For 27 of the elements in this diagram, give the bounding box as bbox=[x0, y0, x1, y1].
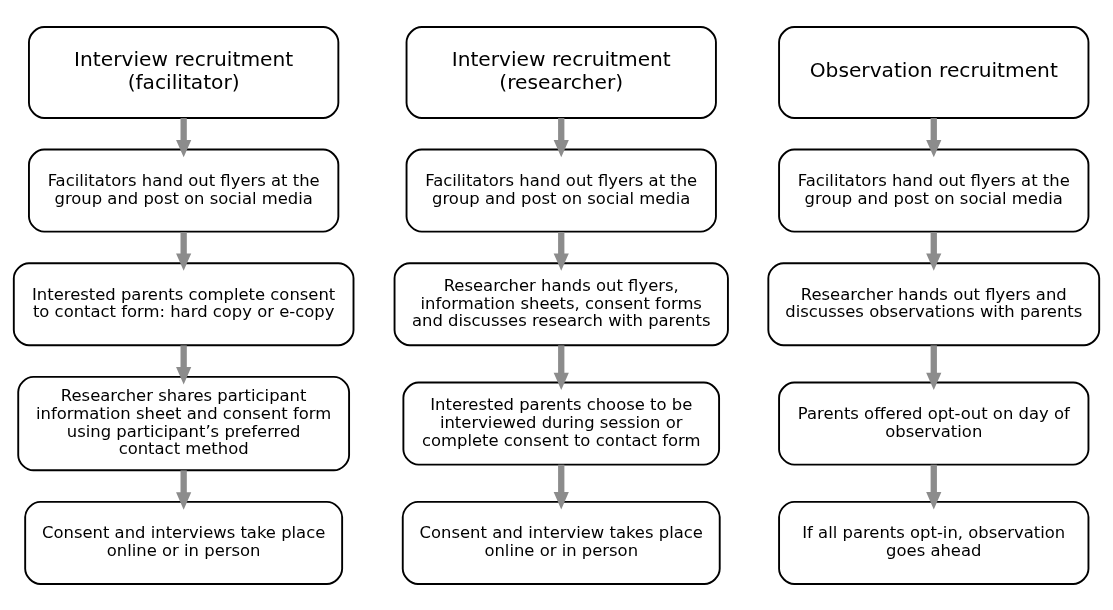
arrow bbox=[176, 469, 192, 510]
arrow bbox=[176, 344, 192, 384]
node-box: If all parents opt-in, observation goes ahead bbox=[778, 500, 1090, 585]
arrow bbox=[553, 344, 569, 390]
node-box: Interested parents choose to be interviewed during session or complete consent to contact form bbox=[402, 381, 721, 466]
arrow bbox=[926, 464, 942, 509]
arrow bbox=[176, 231, 192, 271]
node-box: Researcher hands out flyers and discusses observations with parents bbox=[767, 261, 1101, 346]
arrow bbox=[926, 231, 942, 271]
node-box: Interested parents complete consent to contact form: hard copy or e-copy bbox=[12, 261, 355, 346]
arrow bbox=[926, 344, 942, 390]
node-box: Interview recruitment (researcher) bbox=[405, 25, 717, 119]
arrow bbox=[176, 117, 192, 157]
node-box: Researcher shares participant information sheet and consent form using participant’s preferred contact method bbox=[17, 375, 351, 471]
node-box: Observation recruitment bbox=[778, 25, 1090, 119]
node-box: Facilitators hand out flyers at the group and post on social media bbox=[778, 148, 1090, 233]
node-box: Interview recruitment (facilitator) bbox=[28, 25, 340, 119]
arrow bbox=[553, 231, 569, 271]
node-box: Facilitators hand out flyers at the group and post on social media bbox=[405, 148, 717, 233]
node-box: Facilitators hand out flyers at the group and post on social media bbox=[28, 148, 340, 233]
arrow bbox=[553, 464, 569, 509]
node-box: Consent and interview takes place online or in person bbox=[401, 500, 721, 585]
arrow bbox=[553, 117, 569, 157]
node-box: Researcher hands out flyers, information sheets, consent forms and discusses research with parents bbox=[393, 261, 729, 346]
node-box: Parents offered opt-out on day of observation bbox=[778, 381, 1090, 466]
arrow bbox=[926, 117, 942, 157]
node-box: Consent and interviews take place online or in person bbox=[24, 500, 344, 585]
